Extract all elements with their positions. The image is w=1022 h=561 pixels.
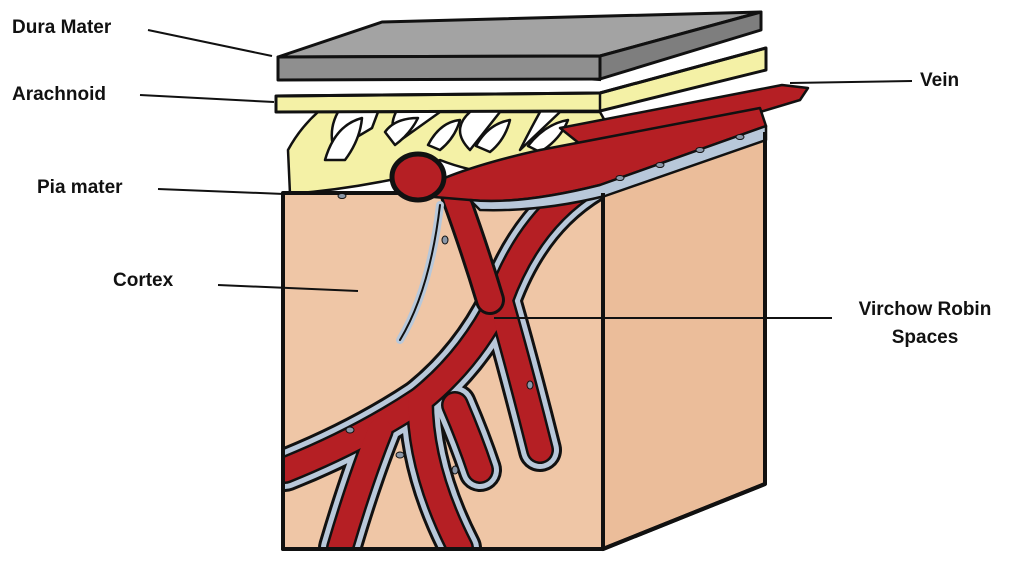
leader-pia-mater bbox=[158, 189, 284, 194]
label-virchow-robin-line2: Spaces bbox=[838, 324, 1012, 352]
label-arachnoid: Arachnoid bbox=[12, 84, 106, 106]
label-pia-mater: Pia mater bbox=[37, 177, 123, 199]
label-virchow-robin-line1: Virchow Robin bbox=[838, 296, 1012, 324]
label-cortex: Cortex bbox=[113, 270, 173, 292]
label-dura-mater: Dura Mater bbox=[12, 17, 111, 39]
leader-dura-mater bbox=[148, 30, 272, 56]
label-vein: Vein bbox=[920, 70, 959, 92]
leader-vein bbox=[790, 81, 912, 83]
cut-vessel-end bbox=[392, 154, 444, 200]
leader-arachnoid bbox=[140, 95, 274, 102]
label-virchow-robin-spaces: Virchow Robin Spaces bbox=[838, 296, 1012, 352]
